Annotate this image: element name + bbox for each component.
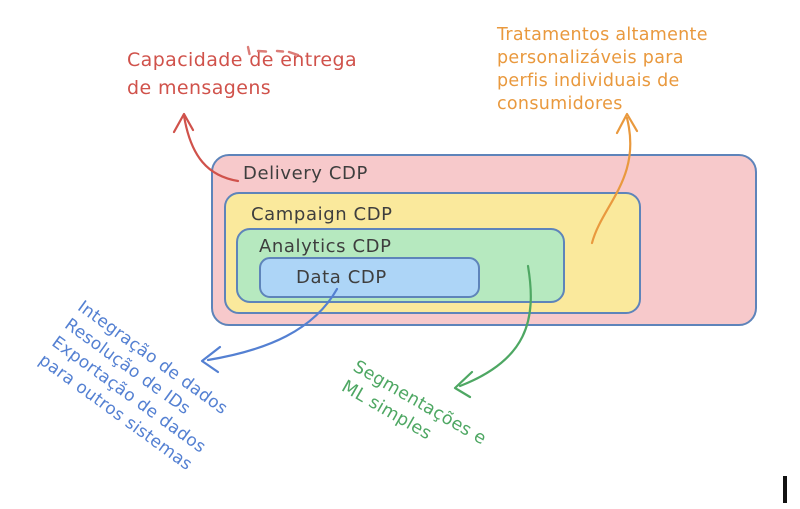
box-data-cdp: Data CDP [259,257,480,298]
text-cursor [783,476,787,503]
box-label-delivery-cdp: Delivery CDP [243,163,368,184]
note-data-integration: Integração de dados Resolução de IDs Exp… [34,296,236,476]
note-line: personalizáveis para [497,48,684,68]
note-line: consumidores [497,94,623,114]
note-line: Tratamentos altamente [497,25,708,45]
box-label-analytics-cdp: Analytics CDP [259,236,392,257]
note-line: perfis individuais de [497,71,680,91]
note-segmentation-ml: Segmentações e ML simples [337,356,490,471]
note-personalized-treatments: Tratamentos altamente personalizáveis pa… [497,24,708,116]
note-line: Capacidade de entrega [127,49,357,71]
note-line: de mensagens [127,77,272,99]
note-delivery-capability: Capacidade de entrega de mensagens [127,46,357,102]
box-label-campaign-cdp: Campaign CDP [251,204,393,225]
box-label-data-cdp: Data CDP [296,267,387,288]
